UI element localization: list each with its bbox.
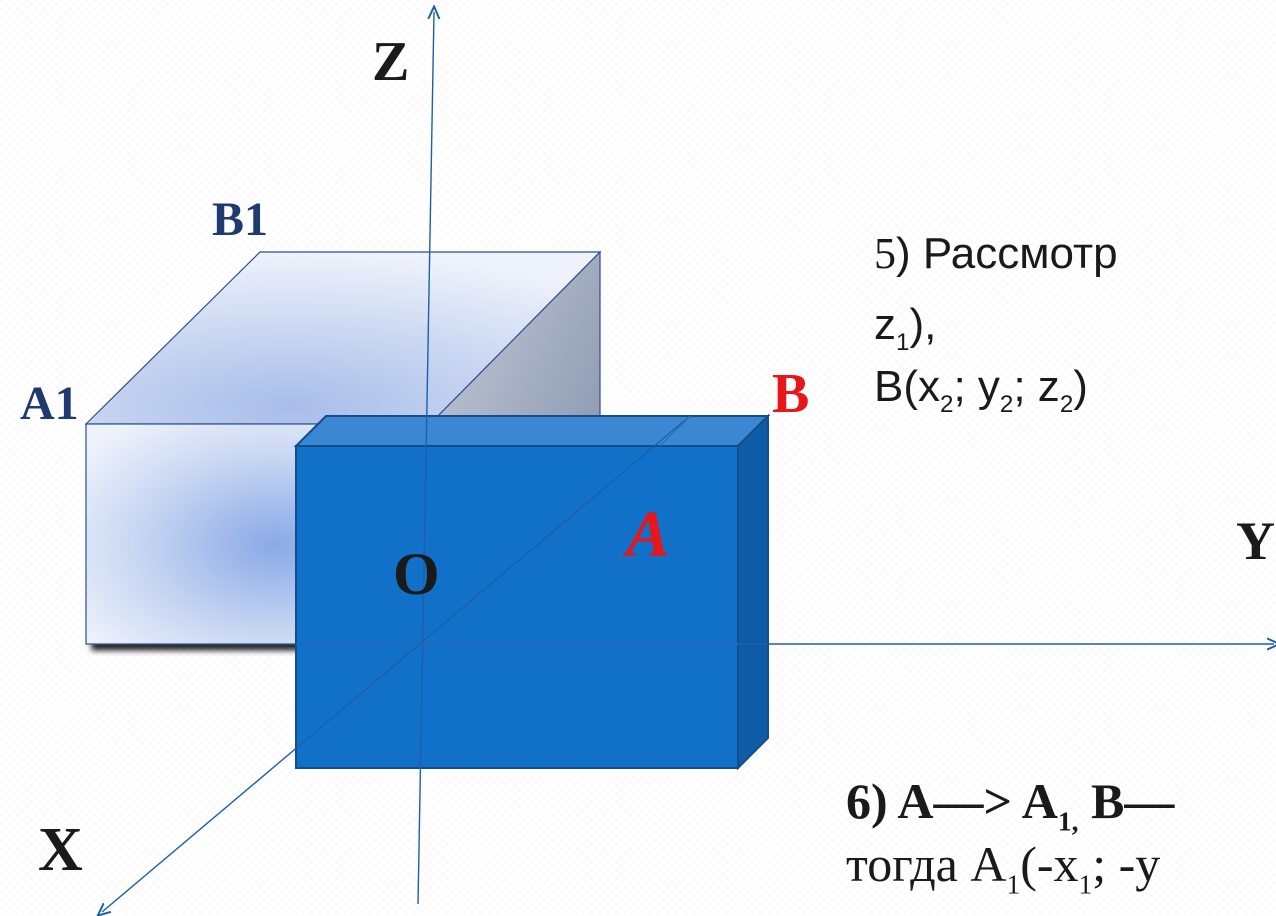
step6-line2-sub1: 1: [1006, 868, 1021, 900]
x-axis-label: X: [38, 816, 83, 884]
step6-tail: B—: [1078, 773, 1175, 829]
point-a-label: A: [626, 498, 671, 571]
front-box-side-face: [737, 413, 769, 771]
step6-heading: 6) A—> A1, B—: [846, 772, 1175, 835]
step5-z-tail: ),: [909, 300, 937, 349]
step5-b-mid-z: ; z: [1013, 362, 1060, 411]
z-axis-label: Z: [372, 31, 410, 93]
step6-pre: 6) A—> A: [846, 773, 1058, 829]
step5-number: 5: [874, 229, 896, 278]
step5-b-tail: ): [1073, 362, 1088, 411]
step5-point-a-coords: z1),: [874, 300, 937, 354]
step5-z-sub: 1: [896, 328, 910, 356]
step5-b-sub-x: 2: [940, 390, 954, 418]
point-a1-label: A1: [20, 377, 79, 430]
step5-b-sub-z: 2: [1059, 390, 1074, 418]
step6-line2-sub2: 1: [1078, 868, 1093, 900]
point-b1-label: B1: [212, 193, 269, 246]
point-b-label: B: [772, 363, 810, 425]
z-axis: [417, 12, 434, 905]
step6-sub: 1,: [1057, 805, 1079, 837]
x-axis-on-top: [659, 415, 691, 447]
step5-z-var: z: [874, 300, 896, 349]
step6-line2-tail: ; -y: [1092, 836, 1161, 892]
step5-point-b-coords: B(x2; y2; z2): [874, 362, 1088, 416]
y-axis-label: Y: [1236, 511, 1275, 571]
step5-text: ) Рассмотр: [896, 229, 1118, 278]
origin-label: O: [393, 541, 440, 607]
step5-b-sub-y: 2: [999, 390, 1014, 418]
x-axis: [102, 415, 691, 912]
front-box-top-face: [293, 415, 771, 447]
step6-line2-mid: (-x: [1020, 836, 1079, 892]
step6-coords: тогда A1(-x1; -y: [846, 835, 1161, 898]
step6-line2-pre: тогда A: [846, 836, 1007, 892]
step5-b-pre: B(x: [874, 362, 940, 411]
step5-b-mid-y: ; y: [953, 362, 1000, 411]
front-box-front-face: [295, 445, 739, 769]
step5-heading: 5) Рассмотр: [874, 228, 1118, 279]
